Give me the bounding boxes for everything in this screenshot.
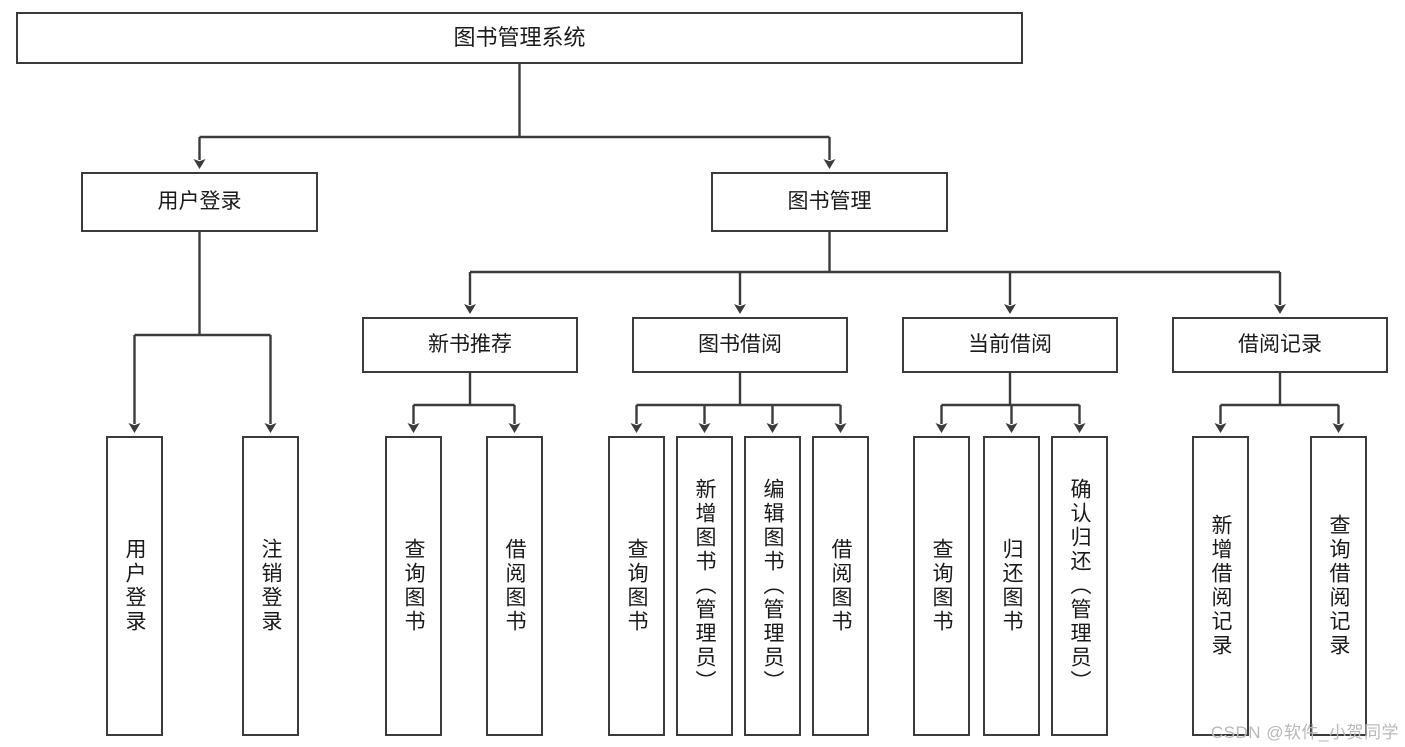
node-book-manage[interactable]: 图书管理 [711, 172, 948, 232]
node-label: 借阅图书 [829, 538, 852, 634]
node-leaf-bor-add[interactable]: 新增图书（管理员） [676, 436, 733, 736]
node-label: 归还图书 [1000, 538, 1023, 634]
node-book-borrow[interactable]: 图书借阅 [632, 317, 848, 373]
node-label: 新增借阅记录 [1209, 514, 1232, 658]
node-label: 新书推荐 [428, 333, 512, 357]
node-leaf-rec-borrow[interactable]: 借阅图书 [486, 436, 543, 736]
node-label: 借阅图书 [503, 538, 526, 634]
node-leaf-bor-edit[interactable]: 编辑图书（管理员） [744, 436, 801, 736]
node-leaf-rec-query[interactable]: 查询图书 [385, 436, 442, 736]
node-label: 查询图书 [930, 538, 953, 634]
node-leaf-cur-query[interactable]: 查询图书 [913, 436, 970, 736]
node-user-login[interactable]: 用户登录 [81, 172, 318, 232]
watermark-text: CSDN @软件_小贺同学 [1210, 723, 1399, 742]
node-label: 查询图书 [402, 538, 425, 634]
node-label: 编辑图书（管理员） [761, 478, 784, 694]
node-leaf-bor-query[interactable]: 查询图书 [608, 436, 665, 736]
node-label: 注销登录 [259, 538, 282, 634]
node-leaf-bor-lend[interactable]: 借阅图书 [812, 436, 869, 736]
node-leaf-cur-confirm[interactable]: 确认归还（管理员） [1051, 436, 1108, 736]
node-label: 图书管理系统 [453, 24, 586, 50]
node-label: 新增图书（管理员） [693, 478, 716, 694]
node-current-loan[interactable]: 当前借阅 [902, 317, 1118, 373]
node-leaf-rec-add[interactable]: 新增借阅记录 [1192, 436, 1249, 736]
node-label: 确认归还（管理员） [1068, 478, 1091, 694]
node-label: 查询图书 [625, 538, 648, 634]
node-leaf-rec-search[interactable]: 查询借阅记录 [1310, 436, 1367, 736]
node-label: 用户登录 [157, 190, 242, 214]
node-loan-record[interactable]: 借阅记录 [1172, 317, 1388, 373]
node-label: 用户登录 [123, 538, 146, 634]
node-leaf-user-logout[interactable]: 注销登录 [242, 436, 299, 736]
node-new-book-rec[interactable]: 新书推荐 [362, 317, 578, 373]
node-label: 图书借阅 [698, 333, 782, 357]
node-label: 借阅记录 [1238, 333, 1322, 357]
node-leaf-cur-return[interactable]: 归还图书 [983, 436, 1040, 736]
node-root[interactable]: 图书管理系统 [16, 12, 1023, 64]
node-label: 查询借阅记录 [1327, 514, 1350, 658]
node-label: 当前借阅 [968, 333, 1052, 357]
node-leaf-user-login[interactable]: 用户登录 [106, 436, 163, 736]
node-label: 图书管理 [787, 190, 872, 214]
